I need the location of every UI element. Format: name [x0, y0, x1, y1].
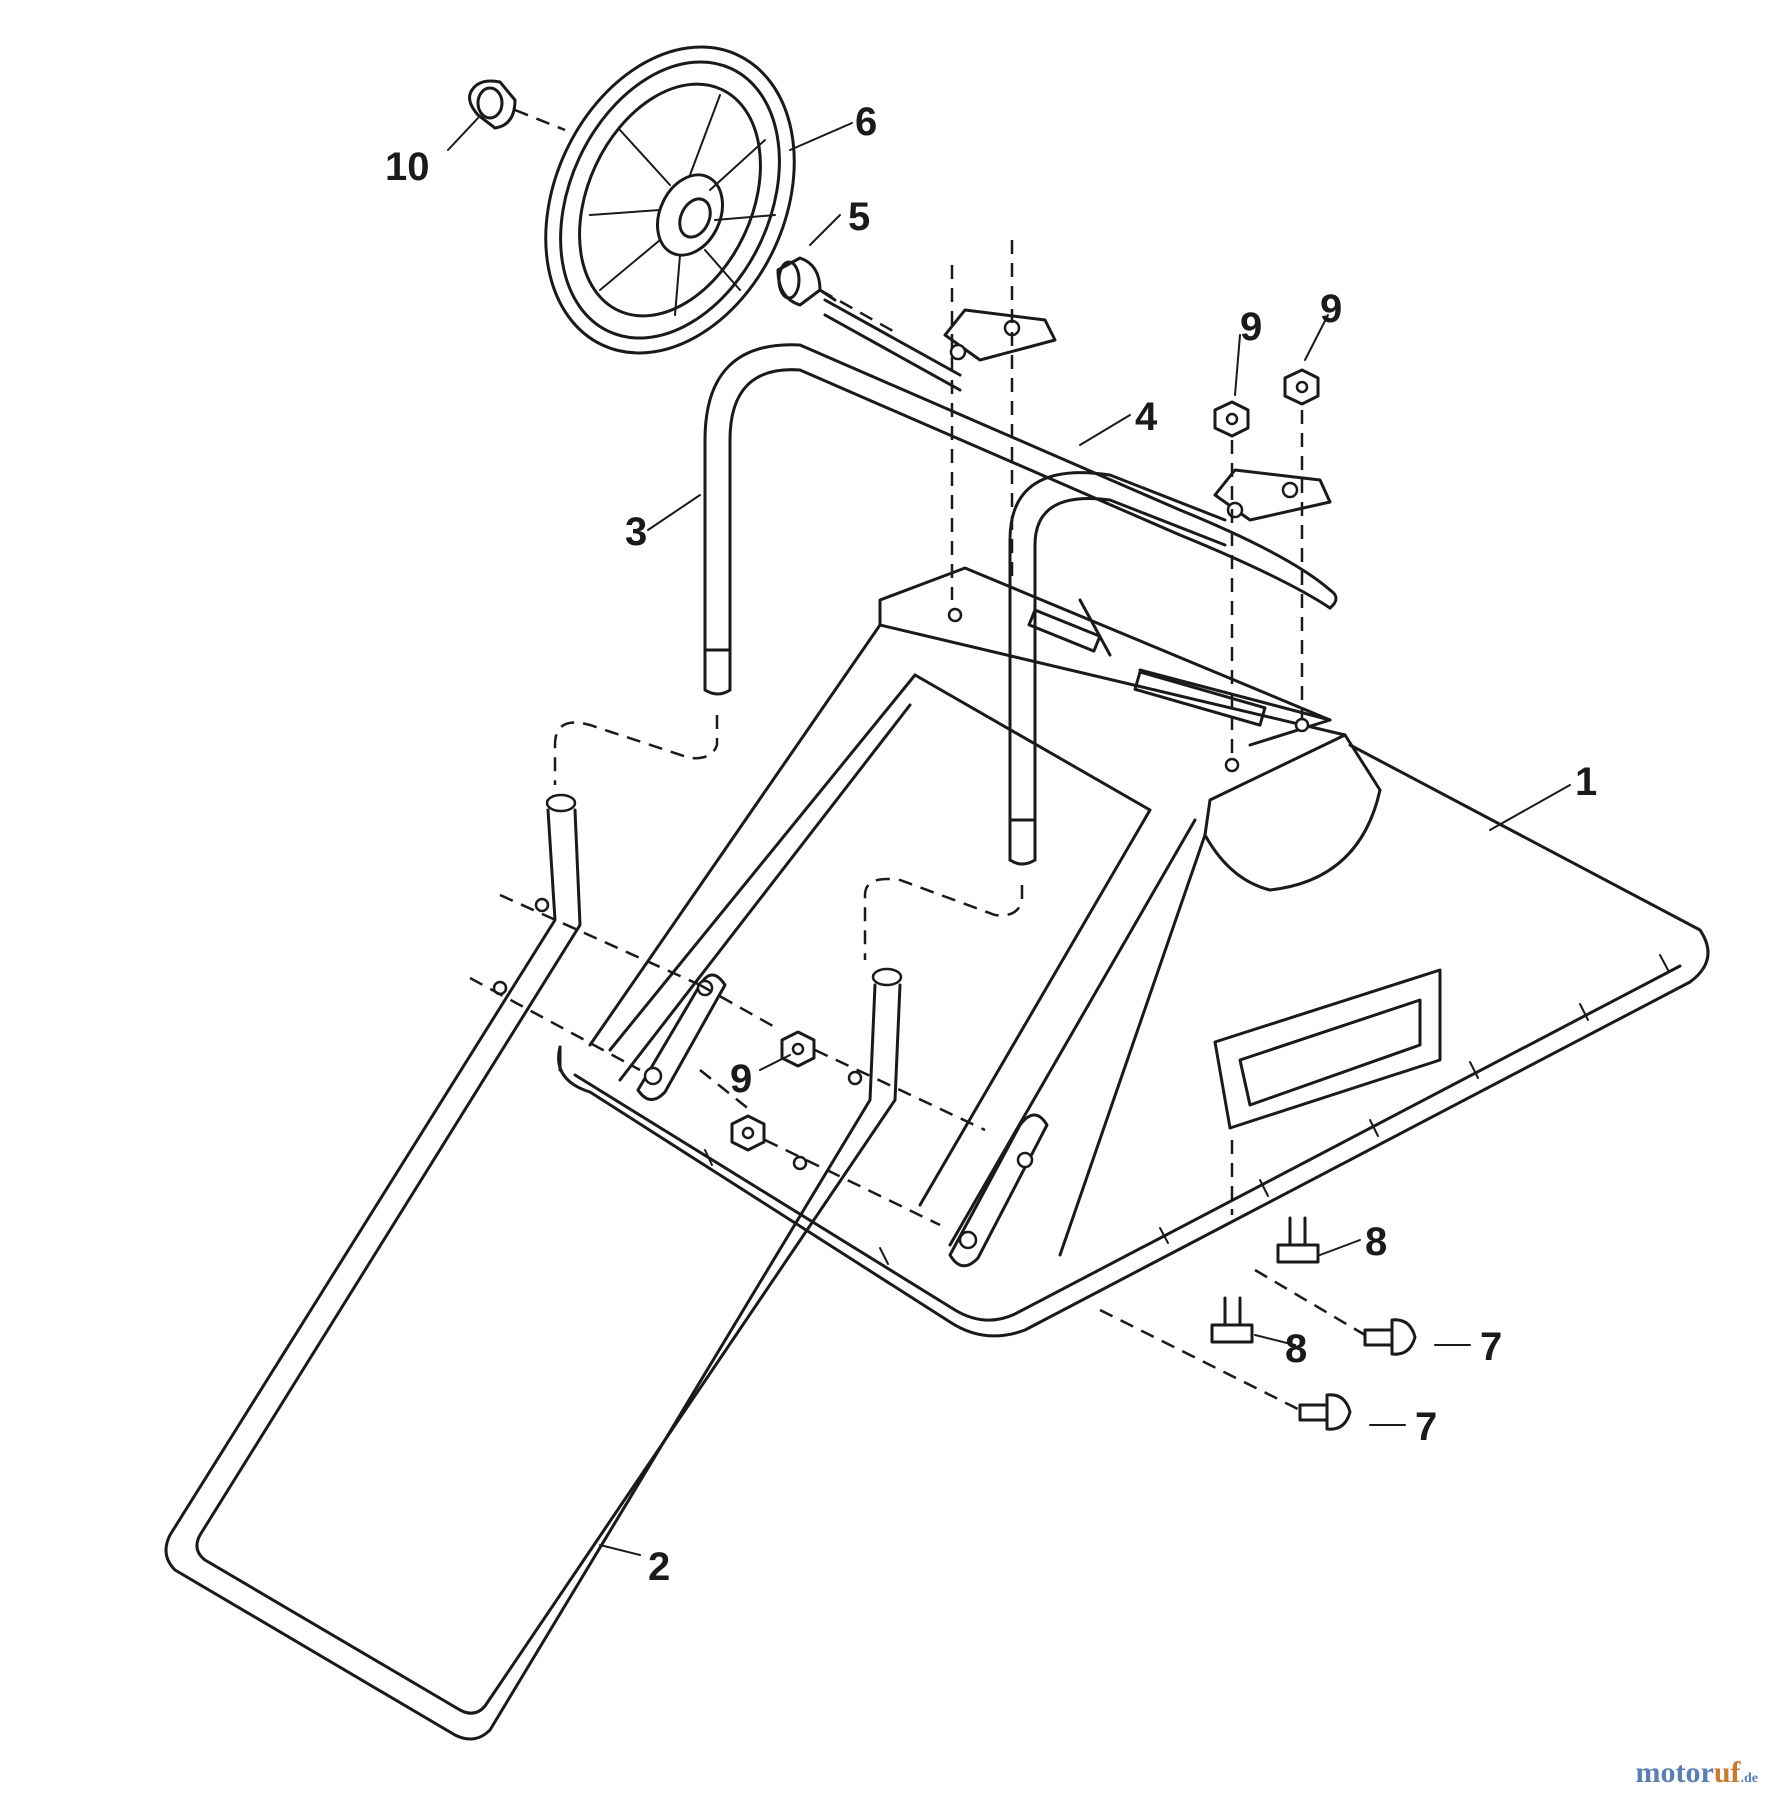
part-3-upper-handle [703, 343, 1338, 866]
part-5-bushing [776, 256, 837, 307]
callout-5: 5 [848, 195, 870, 239]
watermark-part-1: motor [1635, 1756, 1714, 1789]
part-10-hub-nut [468, 79, 517, 130]
callout-9-lower: 9 [730, 1057, 752, 1101]
assembly-lines [469, 108, 1366, 1412]
callouts: 1 2 3 4 5 6 7 7 8 8 9 9 9 10 [385, 100, 1597, 1589]
callout-9-right: 9 [1320, 287, 1342, 331]
callout-6: 6 [855, 100, 877, 144]
callout-1: 1 [1575, 760, 1597, 804]
callout-2: 2 [648, 1545, 670, 1589]
callout-4: 4 [1135, 395, 1158, 439]
watermark-logo: motoruf.de [1636, 1756, 1758, 1790]
callout-9-left: 9 [1240, 305, 1262, 349]
watermark-part-2: uf [1713, 1756, 1741, 1789]
part-7-screws [1298, 1318, 1417, 1431]
callout-3: 3 [625, 510, 647, 554]
callout-7-lower: 7 [1415, 1405, 1437, 1449]
part-6-wheel [544, 45, 796, 355]
callout-7-upper: 7 [1480, 1325, 1502, 1369]
part-2-lower-handle [164, 793, 903, 1741]
callout-10: 10 [385, 145, 430, 189]
callout-8-upper: 8 [1365, 1220, 1387, 1264]
callout-8-lower: 8 [1285, 1327, 1307, 1371]
part-1-hopper-body [557, 566, 1710, 1338]
part-8-bolts [1210, 1216, 1320, 1344]
leader-lines [447, 117, 1571, 1556]
watermark-part-3: .de [1740, 1771, 1759, 1786]
